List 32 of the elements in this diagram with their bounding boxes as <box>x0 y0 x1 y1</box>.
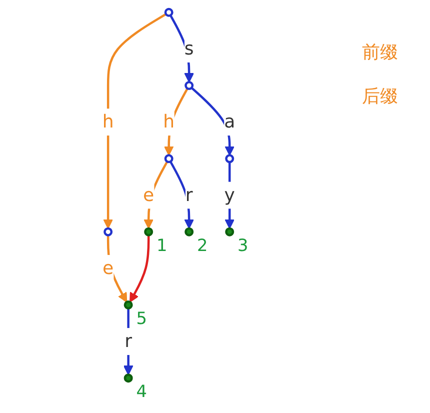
edge-label: a <box>224 110 236 132</box>
edge-label: e <box>143 184 154 206</box>
node-number: 5 <box>136 308 147 328</box>
arrow <box>103 13 167 229</box>
edge-label: y <box>224 184 235 206</box>
edge-label: s <box>184 38 194 60</box>
edge-label: r <box>124 330 132 352</box>
arrow <box>130 235 150 302</box>
trie-node-circle <box>144 227 154 236</box>
edge-label: h <box>102 110 114 132</box>
node-number: 3 <box>237 234 248 255</box>
trie-node-circle <box>184 81 194 90</box>
arrow <box>169 14 194 83</box>
annotation-label: 前缀 <box>362 41 399 64</box>
edge-label: e <box>102 257 114 279</box>
trie-node-circle <box>124 374 133 383</box>
trie-node-circle <box>184 227 194 236</box>
trie-node-circle <box>225 227 234 236</box>
trie-node-circle <box>225 154 234 164</box>
trie-node-circle <box>104 227 113 236</box>
arrow <box>190 86 235 156</box>
annotation-label: 后缀 <box>362 85 399 108</box>
edge-label: r <box>185 184 193 206</box>
trie-node-circle <box>164 8 174 17</box>
arrow <box>170 161 194 229</box>
edge-label: h <box>163 110 175 132</box>
node-number: 2 <box>196 234 208 255</box>
arrow <box>123 308 134 376</box>
node-number: 4 <box>136 381 147 402</box>
trie-node-circle <box>124 300 133 310</box>
trie-node-circle <box>164 154 174 164</box>
node-number: 1 <box>156 234 168 255</box>
